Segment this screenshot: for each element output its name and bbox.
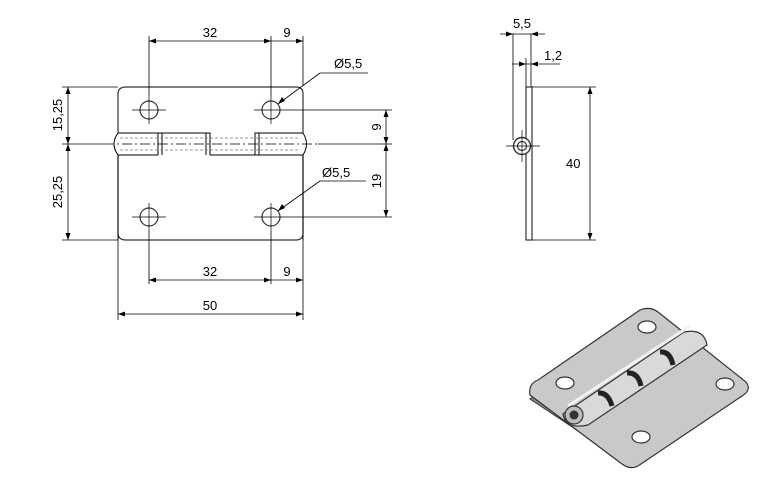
dim-pin-to-hole-upper: 9	[369, 123, 384, 130]
dim-knuckle-diameter: 5,5	[513, 16, 531, 31]
dim-hole-spacing-top: 32	[203, 25, 217, 40]
dim-lower-leaf-height: 25,25	[50, 176, 65, 209]
iso-knuckle	[562, 324, 708, 427]
bottom-dimensions: 32 9 50	[117, 231, 304, 320]
dim-overall-height: 40	[566, 156, 580, 171]
knuckle-zone	[104, 132, 318, 240]
dim-pin-to-hole-lower: 19	[369, 174, 384, 188]
diameter-leader-lower: Ø5,5	[277, 165, 366, 212]
dim-hole-spacing-bottom: 32	[203, 264, 217, 279]
dim-leaf-thickness: 1,2	[544, 48, 562, 63]
front-view: 32 9 Ø5,5 15,25 25,25	[50, 25, 392, 320]
diameter-leader-top: Ø5,5	[277, 56, 368, 105]
side-leaf	[525, 86, 533, 241]
dim-overall-width: 50	[203, 298, 217, 313]
right-dimensions: 9 19	[288, 109, 392, 218]
side-view: 5,5 1,2 40	[500, 16, 596, 241]
iso-holes	[555, 320, 735, 444]
top-dimensions: 32 9	[148, 25, 304, 96]
dim-edge-offset-bottom: 9	[283, 264, 290, 279]
dim-edge-offset-top: 9	[283, 25, 290, 40]
isometric-hinge-view	[529, 307, 749, 469]
hinge-plate-outline	[117, 86, 304, 241]
mounting-holes	[132, 96, 288, 231]
dim-upper-leaf-height: 15,25	[50, 99, 65, 132]
dim-hole-diameter-lower: Ø5,5	[322, 165, 350, 180]
left-dimensions: 15,25 25,25	[50, 86, 118, 241]
dim-hole-diameter-top: Ø5,5	[334, 56, 362, 71]
